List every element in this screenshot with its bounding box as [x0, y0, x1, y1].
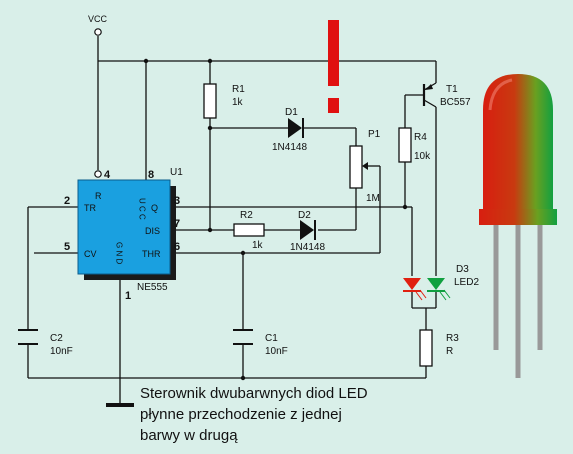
pin5-number: 5: [64, 241, 70, 253]
pin-dis-label: DIS: [145, 226, 160, 236]
d2-value: 1N4148: [290, 242, 325, 253]
d1-value: 1N4148: [272, 142, 307, 153]
r1-resistor: [203, 83, 217, 119]
red-led-symbol: [403, 278, 421, 290]
t1-value: BC557: [440, 97, 471, 108]
pin7-number: 7: [174, 218, 180, 230]
p1-potentiometer: [349, 145, 363, 189]
d1-name: D1: [285, 107, 298, 118]
pin6-number: 6: [174, 241, 180, 253]
r4-resistor: [398, 127, 412, 163]
caption-line3: barwy w drugą: [140, 427, 238, 444]
pin4-number: 4: [104, 169, 111, 181]
green-led-symbol: [427, 278, 445, 290]
t1-name: T1: [446, 84, 458, 95]
pin-tr-label: TR: [84, 203, 96, 213]
pin2-number: 2: [64, 195, 70, 207]
r2-name: R2: [240, 210, 253, 221]
chip-name: NE555: [137, 282, 168, 293]
pin3-number: 3: [174, 195, 180, 207]
vcc-label: VCC: [88, 14, 108, 24]
caption-line2: płynne przechodzenie z jednej: [140, 406, 342, 423]
r2-value: 1k: [252, 240, 264, 251]
junctions: [143, 58, 408, 381]
pin-cv-label: CV: [84, 249, 97, 259]
bicolor-led-illustration: [479, 74, 557, 378]
ne555-chip: [77, 179, 171, 275]
pin-thr-label: THR: [142, 249, 161, 259]
pin-r-label: R: [95, 191, 102, 201]
d3-value: LED2: [454, 277, 479, 288]
u1-label: U1: [170, 167, 183, 178]
p1-wiper-arrow: [362, 162, 368, 170]
pin-gnd-label: G N D: [115, 242, 124, 264]
d2-diode: [300, 220, 314, 240]
c2-value: 10nF: [50, 346, 73, 357]
r1-value: 1k: [232, 97, 244, 108]
pin8-number: 8: [148, 169, 154, 181]
r4-name: R4: [414, 132, 427, 143]
d2-name: D2: [298, 210, 311, 221]
warning-bar: [328, 20, 339, 86]
d3-led-pair: [403, 278, 451, 301]
p1-name: P1: [368, 129, 381, 140]
r3-name: R3: [446, 333, 459, 344]
r4-value: 10k: [414, 151, 431, 162]
t1-transistor: [422, 82, 437, 108]
pin1-number: 1: [125, 290, 131, 302]
warning-dot: [328, 98, 339, 113]
c1-name: C1: [265, 333, 278, 344]
pin-ucc-label: U C C: [138, 198, 147, 220]
caption-line1: Sterownik dwubarwnych diod LED: [140, 385, 368, 402]
p1-value: 1M: [366, 193, 380, 204]
r2-resistor: [233, 223, 265, 237]
d3-name: D3: [456, 264, 469, 275]
r3-value: R: [446, 346, 453, 357]
vcc-terminal: [94, 28, 102, 36]
pin4-terminal: [94, 170, 102, 178]
wires: [27, 36, 437, 404]
d1-diode: [288, 118, 302, 138]
c2-name: C2: [50, 333, 63, 344]
r3-resistor: [419, 329, 433, 367]
c1-value: 10nF: [265, 346, 288, 357]
pin-q-label: Q: [151, 203, 158, 213]
r1-name: R1: [232, 84, 245, 95]
